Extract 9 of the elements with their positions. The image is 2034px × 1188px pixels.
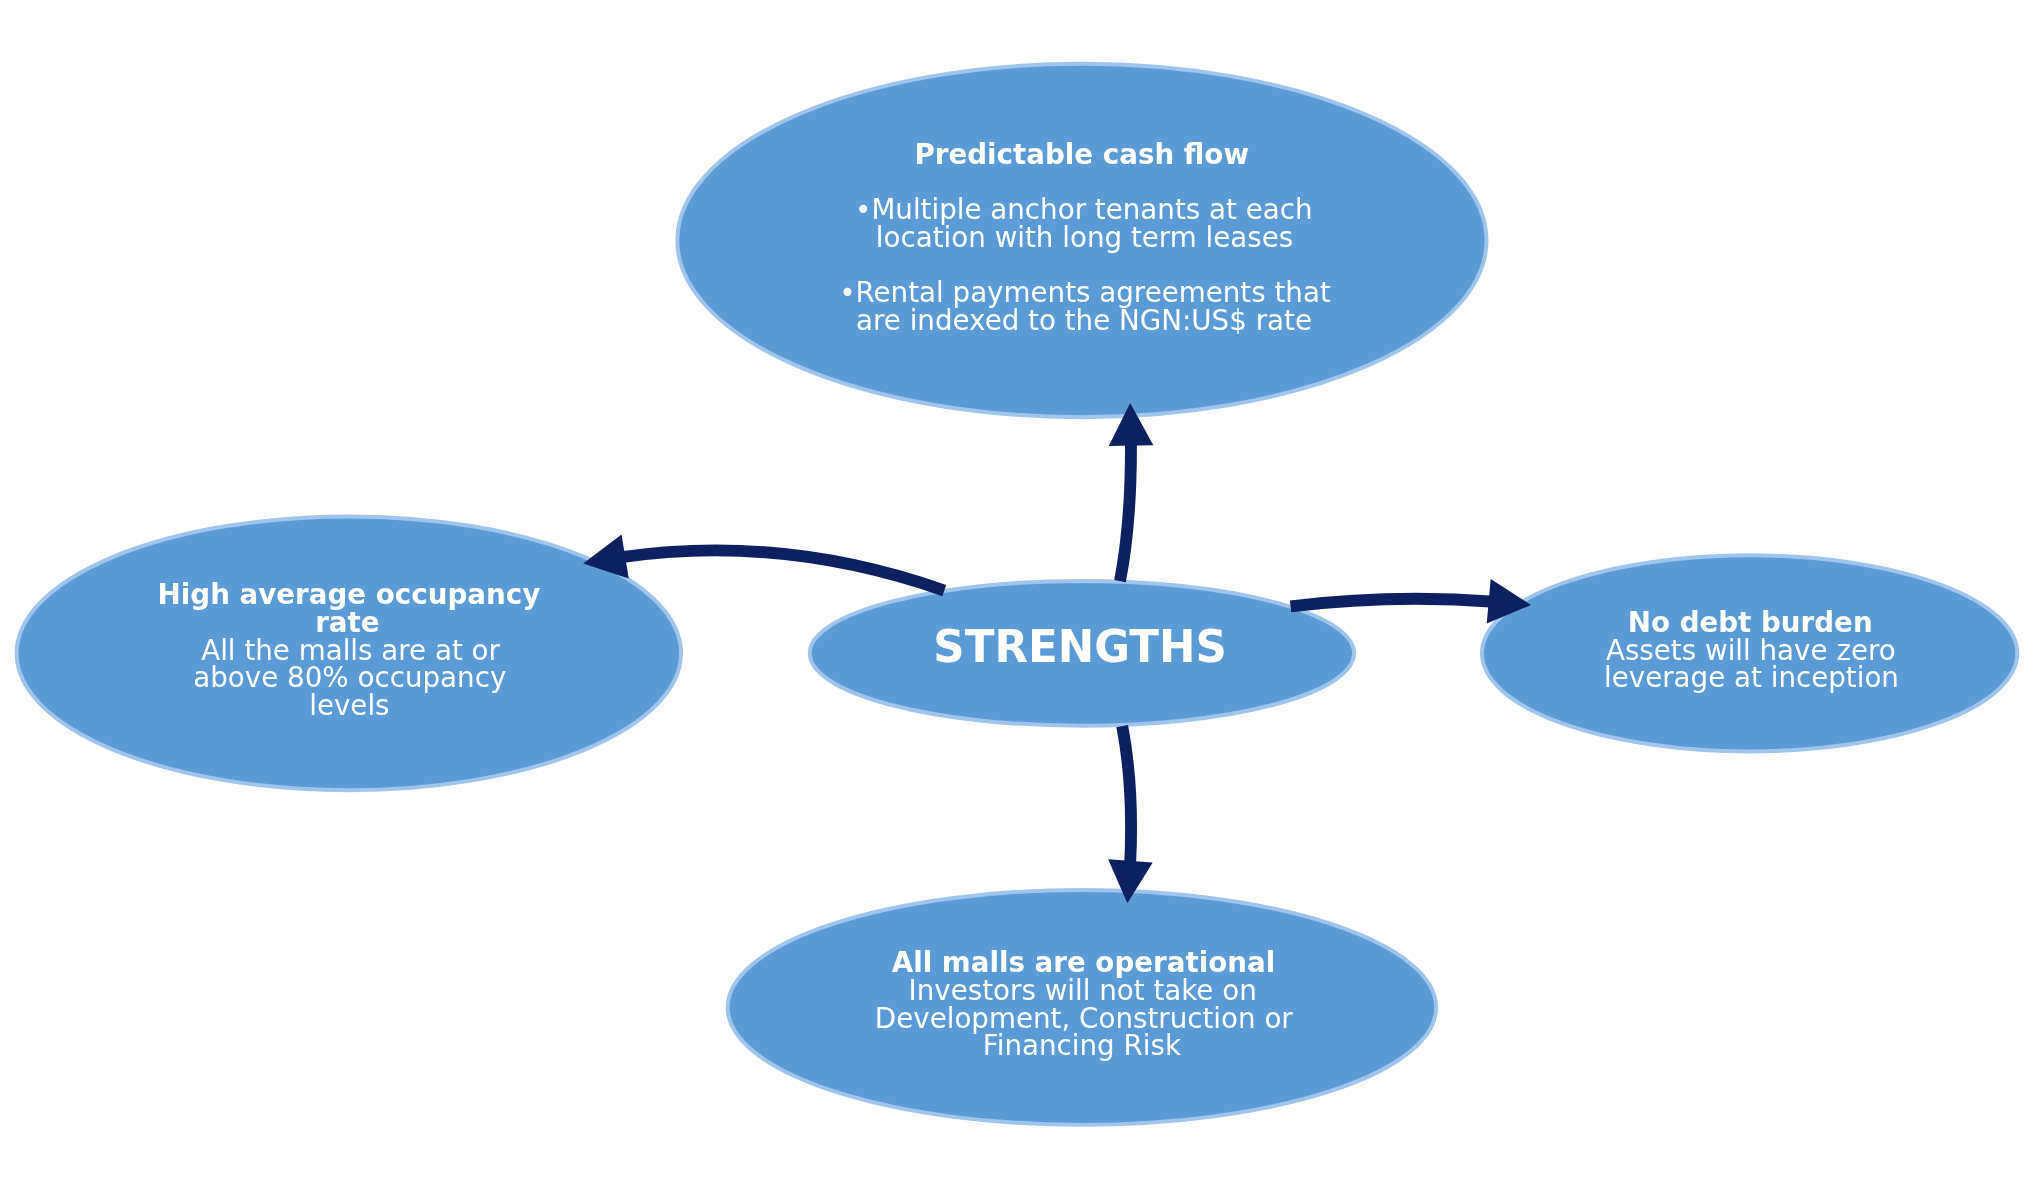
- arrow: [1289, 578, 1532, 623]
- arrow: [583, 534, 947, 596]
- node-ellipse: STRENGTHS: [807, 578, 1357, 728]
- node-ellipse: Predictable cash flow •Multiple anchor tenants at each location with long term leases •Rental payments agreements that are indexed to the NGN:US$ rate: [675, 61, 1489, 419]
- arrow: [1108, 402, 1154, 582]
- arrow: [1108, 724, 1153, 903]
- node-ellipse: All malls are operational Investors will not take on Development, Construction or Financing Risk: [725, 887, 1439, 1127]
- node-ellipse: No debt burden Assets will have zero leverage at inception: [1479, 552, 2020, 753]
- node-ellipse: High average occupancy rate All the malls are at or above 80% occupancy levels: [14, 514, 683, 792]
